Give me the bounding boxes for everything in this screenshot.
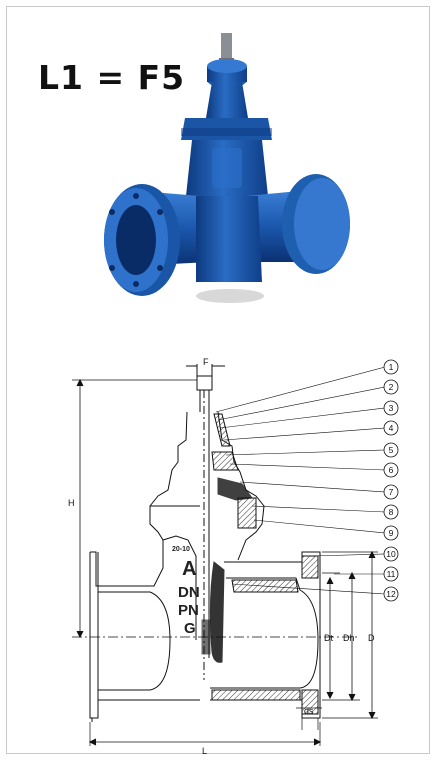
dn-mark: DN — [178, 584, 200, 601]
callout-9: 9 — [389, 528, 394, 538]
callout-10: 10 — [386, 549, 396, 559]
callout-6: 6 — [389, 465, 394, 475]
valve-drawing — [72, 364, 386, 746]
pn-mark: PN — [178, 602, 199, 619]
callout-11: 11 — [387, 569, 396, 579]
dim-f-label: F — [203, 357, 209, 367]
callout-3: 3 — [389, 403, 394, 413]
dim-ds-label: ds — [304, 706, 314, 716]
dim-d-label: D — [368, 633, 375, 643]
g-mark: G — [184, 620, 196, 637]
dim-h-label: H — [68, 498, 75, 508]
callout-8: 8 — [389, 507, 394, 517]
callout-12: 12 — [386, 589, 396, 599]
valve-photo — [104, 33, 350, 303]
callout-2: 2 — [389, 382, 394, 392]
callout-1: 1 — [389, 362, 394, 372]
callout-7: 7 — [389, 487, 394, 497]
dim-dh-label: Dh — [343, 633, 355, 643]
dim-dt-label: Dt — [324, 633, 333, 643]
model-title: L1 = F5 — [38, 58, 186, 97]
callouts: 1 2 3 4 5 6 7 8 9 10 11 12 — [383, 359, 399, 602]
callout-4: 4 — [389, 423, 394, 433]
logo-mark: A — [182, 558, 196, 580]
callout-5: 5 — [389, 445, 394, 455]
dim-l-label: L — [202, 746, 207, 756]
size-range-mark: 20-10 — [172, 546, 190, 553]
